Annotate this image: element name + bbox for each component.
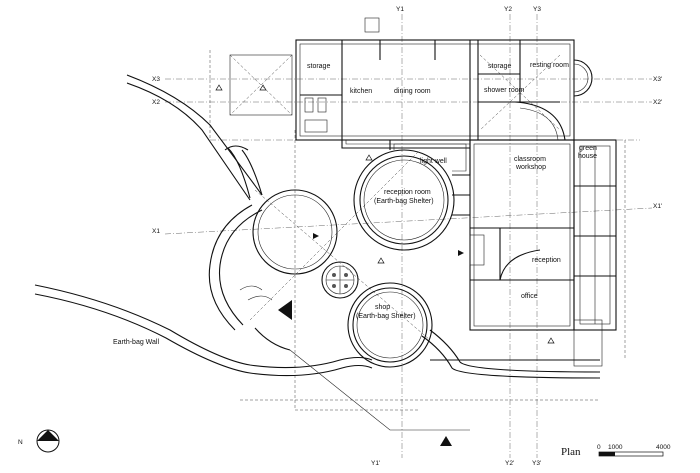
earth-bag-walls <box>34 74 601 431</box>
main-building-walls <box>295 39 617 367</box>
axis-label-x2p: X2' <box>653 99 662 106</box>
label-earth-bag-wall: Earth-bag Wall <box>113 339 159 346</box>
axis-labels: Y1 Y2 Y3 Y1' Y2' Y3' X3 X2 X1 X3' X2' X1… <box>152 6 662 467</box>
scale-bar: 0 1000 4000 <box>597 444 671 457</box>
round-tank <box>321 261 359 299</box>
axis-label-y1p: Y1' <box>371 460 380 467</box>
title-block: Plan 0 1000 4000 <box>561 444 671 458</box>
axis-label-x2: X2 <box>152 99 160 106</box>
label-storage-left: storage <box>307 63 330 70</box>
label-classroom: classroom <box>514 156 546 163</box>
label-kitchen: kitchen <box>350 88 372 95</box>
label-workshop: workshop <box>515 164 546 171</box>
label-green: green <box>579 145 597 152</box>
label-light-well: light well <box>420 158 447 165</box>
axis-label-y2p: Y2' <box>505 460 514 467</box>
label-dining: dining room <box>394 88 431 95</box>
axis-label-x3: X3 <box>152 76 160 83</box>
reception-room-shelter <box>353 139 471 251</box>
label-shop-sub: (Earth-bag Shelter) <box>356 313 416 320</box>
axis-label-y2: Y2 <box>504 6 512 13</box>
kitchen-fixtures <box>229 17 380 133</box>
label-resting: resting room <box>530 62 569 69</box>
axis-label-x1p: X1' <box>653 203 662 210</box>
scale-label-0: 0 <box>597 444 601 451</box>
axis-label-x1: X1 <box>152 228 160 235</box>
plan-title: Plan <box>561 446 581 458</box>
label-reception-room: reception room <box>384 189 431 196</box>
label-house: house <box>578 153 597 160</box>
axis-label-y3: Y3 <box>533 6 541 13</box>
label-office: office <box>521 293 538 300</box>
scale-label-4000: 4000 <box>656 444 671 451</box>
shop-shelter <box>347 282 433 368</box>
axis-label-x3p: X3' <box>653 76 662 83</box>
label-reception: reception <box>532 257 561 264</box>
markers <box>215 84 555 446</box>
north-arrow: N <box>18 429 60 453</box>
west-round-room <box>224 145 338 275</box>
north-label: N <box>18 439 23 446</box>
axis-label-y3p: Y3' <box>532 460 541 467</box>
scale-label-1000: 1000 <box>608 444 623 451</box>
room-labels: storage kitchen dining room storage rest… <box>113 62 597 346</box>
label-storage-right: storage <box>488 63 511 70</box>
label-shower: shower room <box>484 87 525 94</box>
axis-label-y1: Y1 <box>396 6 404 13</box>
label-reception-room-sub: (Earth-bag Shelter) <box>374 198 434 205</box>
label-shop: shop <box>375 304 390 311</box>
